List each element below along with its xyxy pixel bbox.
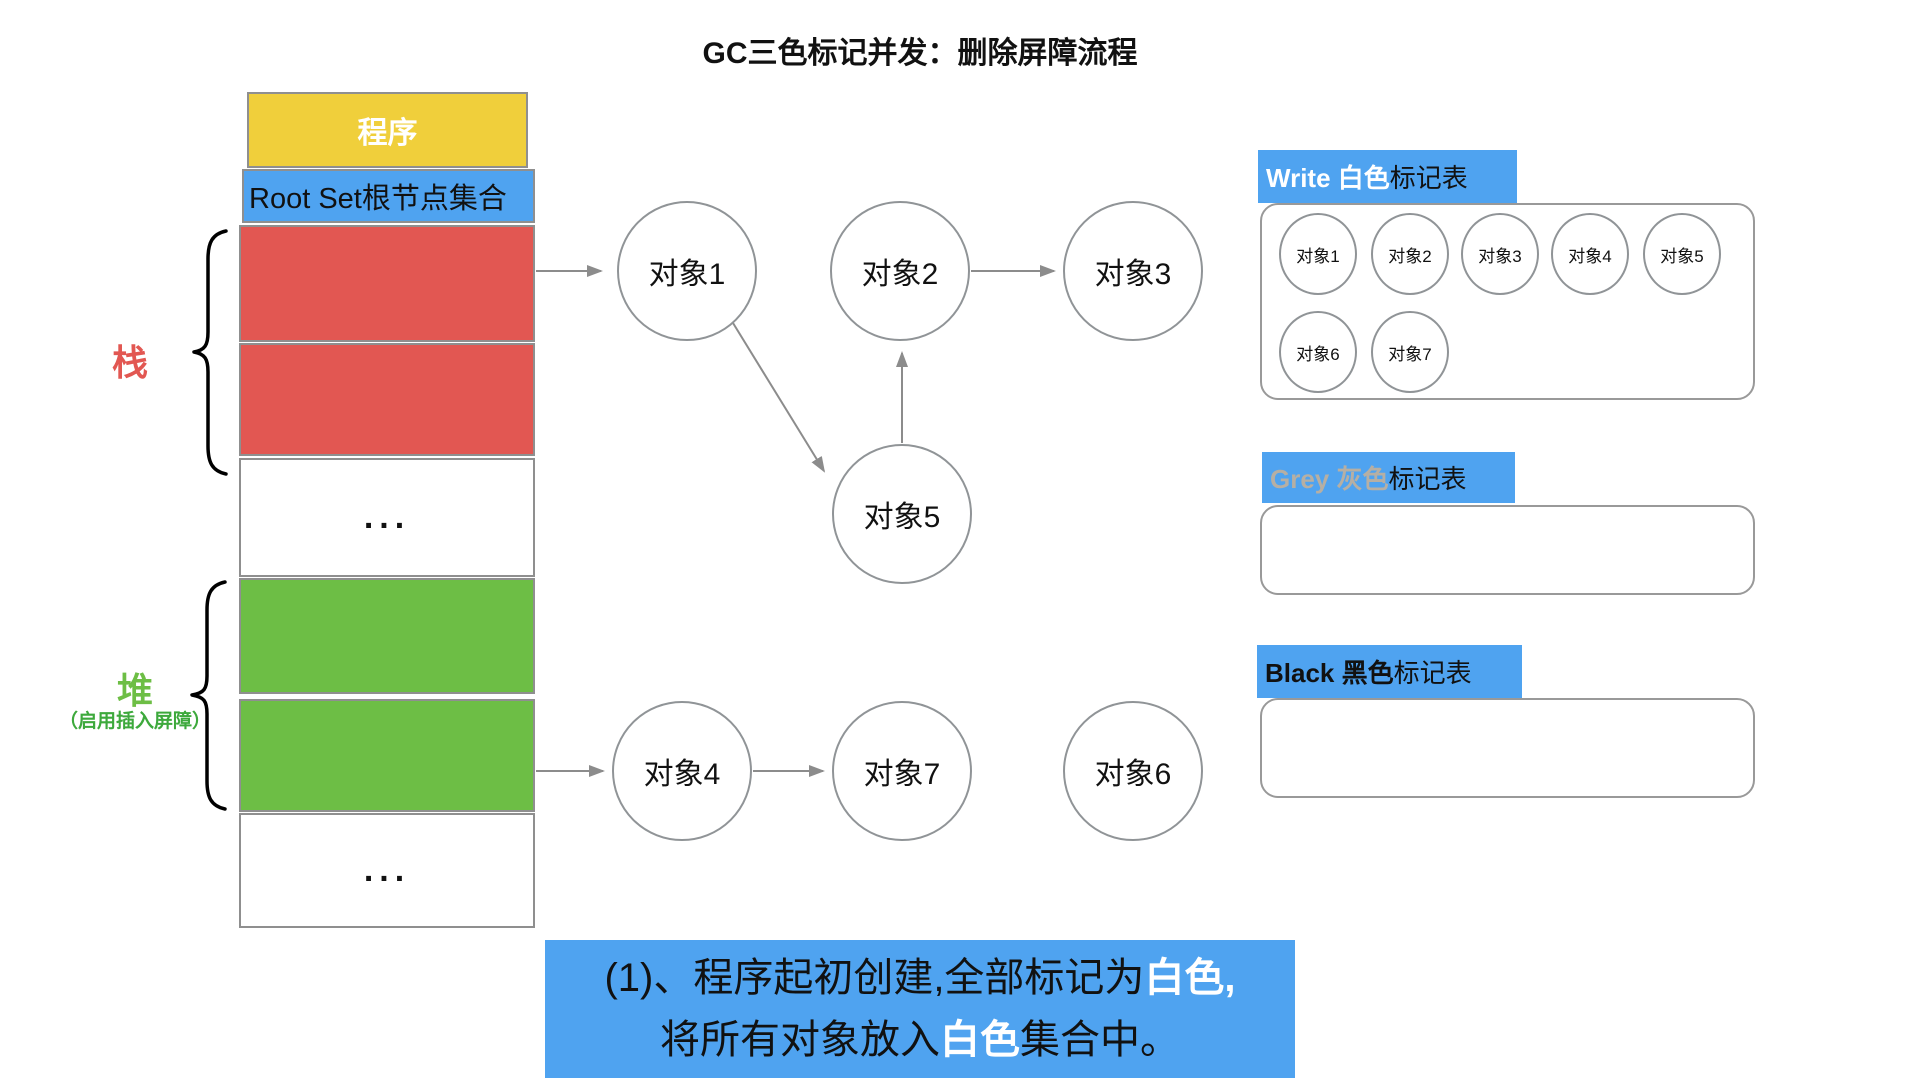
graph-node-label: 对象5: [863, 501, 941, 534]
heap-ellipsis-box: ...: [239, 813, 535, 928]
caption-line-2: 将所有对象放入白色集合中。: [660, 1009, 1180, 1071]
step-caption: (1)、程序起初创建,全部标记为白色, 将所有对象放入白色集合中。: [545, 940, 1295, 1078]
white-set-obj6: 对象6: [1279, 311, 1357, 393]
graph-node-obj7: 对象7: [832, 701, 972, 841]
caption-text: 集合中。: [1020, 1018, 1180, 1062]
stack-region-label: 栈: [112, 342, 149, 383]
white-set-label: 对象4: [1568, 246, 1612, 266]
black-table-header: Black 黑色标记表: [1257, 645, 1522, 698]
graph-node-obj2: 对象2: [830, 201, 970, 341]
white-set-label: 对象3: [1478, 246, 1522, 266]
caption-highlight: 白色,: [1144, 956, 1236, 1000]
white-set-label: 对象1: [1296, 246, 1340, 266]
white-table-suffix: 标记表: [1389, 163, 1468, 193]
black-table-suffix: 标记表: [1393, 658, 1472, 688]
ellipsis-label: ...: [363, 498, 411, 536]
stack-ellipsis-box: ...: [239, 458, 535, 577]
heap-slot-2: [239, 699, 535, 812]
stack-slot-2: [239, 343, 535, 456]
white-set-obj2: 对象2: [1371, 213, 1449, 295]
white-set-label: 对象7: [1388, 344, 1432, 364]
grey-table-box: [1260, 505, 1755, 595]
graph-node-label: 对象2: [861, 258, 939, 291]
caption-line-1: (1)、程序起初创建,全部标记为白色,: [604, 947, 1235, 1009]
heap-barrier-note: （启用插入屏障）: [58, 711, 211, 732]
caption-text: 将所有对象放入: [660, 1018, 940, 1062]
grey-table-suffix: 标记表: [1388, 464, 1467, 494]
graph-node-obj5: 对象5: [832, 444, 972, 584]
white-set-obj1: 对象1: [1279, 213, 1357, 295]
white-table-title: Write 白色: [1266, 163, 1390, 193]
graph-node-obj4: 对象4: [612, 701, 752, 841]
black-table-box: [1260, 698, 1755, 798]
root-set-box: Root Set根节点集合: [242, 169, 535, 223]
graph-node-label: 对象1: [648, 258, 726, 291]
grey-table-title: Grey 灰色: [1270, 464, 1389, 494]
white-set-obj5: 对象5: [1643, 213, 1721, 295]
graph-node-label: 对象3: [1094, 258, 1172, 291]
white-set-obj3: 对象3: [1461, 213, 1539, 295]
white-set-obj7: 对象7: [1371, 311, 1449, 393]
caption-highlight: 白色: [940, 1018, 1020, 1062]
white-set-obj4: 对象4: [1551, 213, 1629, 295]
white-set-label: 对象2: [1388, 246, 1432, 266]
graph-node-label: 对象6: [1094, 758, 1172, 791]
graph-node-obj3: 对象3: [1063, 201, 1203, 341]
caption-text: (1)、程序起初创建,全部标记为: [604, 956, 1145, 1000]
arrow-obj1-to-obj5: [732, 322, 826, 473]
white-set-label: 对象5: [1660, 246, 1704, 266]
graph-node-label: 对象7: [863, 758, 941, 791]
program-box: 程序: [247, 92, 528, 168]
program-label: 程序: [357, 117, 418, 150]
stack-brace: [192, 229, 228, 476]
black-table-title: Black 黑色: [1265, 658, 1394, 688]
white-table-header: Write 白色标记表: [1258, 150, 1517, 203]
graph-node-label: 对象4: [643, 758, 721, 791]
heap-region-label: 堆: [117, 670, 154, 711]
page-title: GC三色标记并发：删除屏障流程: [702, 37, 1138, 70]
heap-slot-1: [239, 578, 535, 694]
graph-node-obj1: 对象1: [617, 201, 757, 341]
white-set-label: 对象6: [1296, 344, 1340, 364]
grey-table-header: Grey 灰色标记表: [1262, 452, 1515, 503]
heap-brace: [190, 580, 227, 811]
stack-slot-1: [239, 225, 535, 342]
graph-node-obj6: 对象6: [1063, 701, 1203, 841]
ellipsis-label: ...: [363, 851, 411, 889]
root-set-label: Root Set根节点集合: [249, 183, 507, 215]
